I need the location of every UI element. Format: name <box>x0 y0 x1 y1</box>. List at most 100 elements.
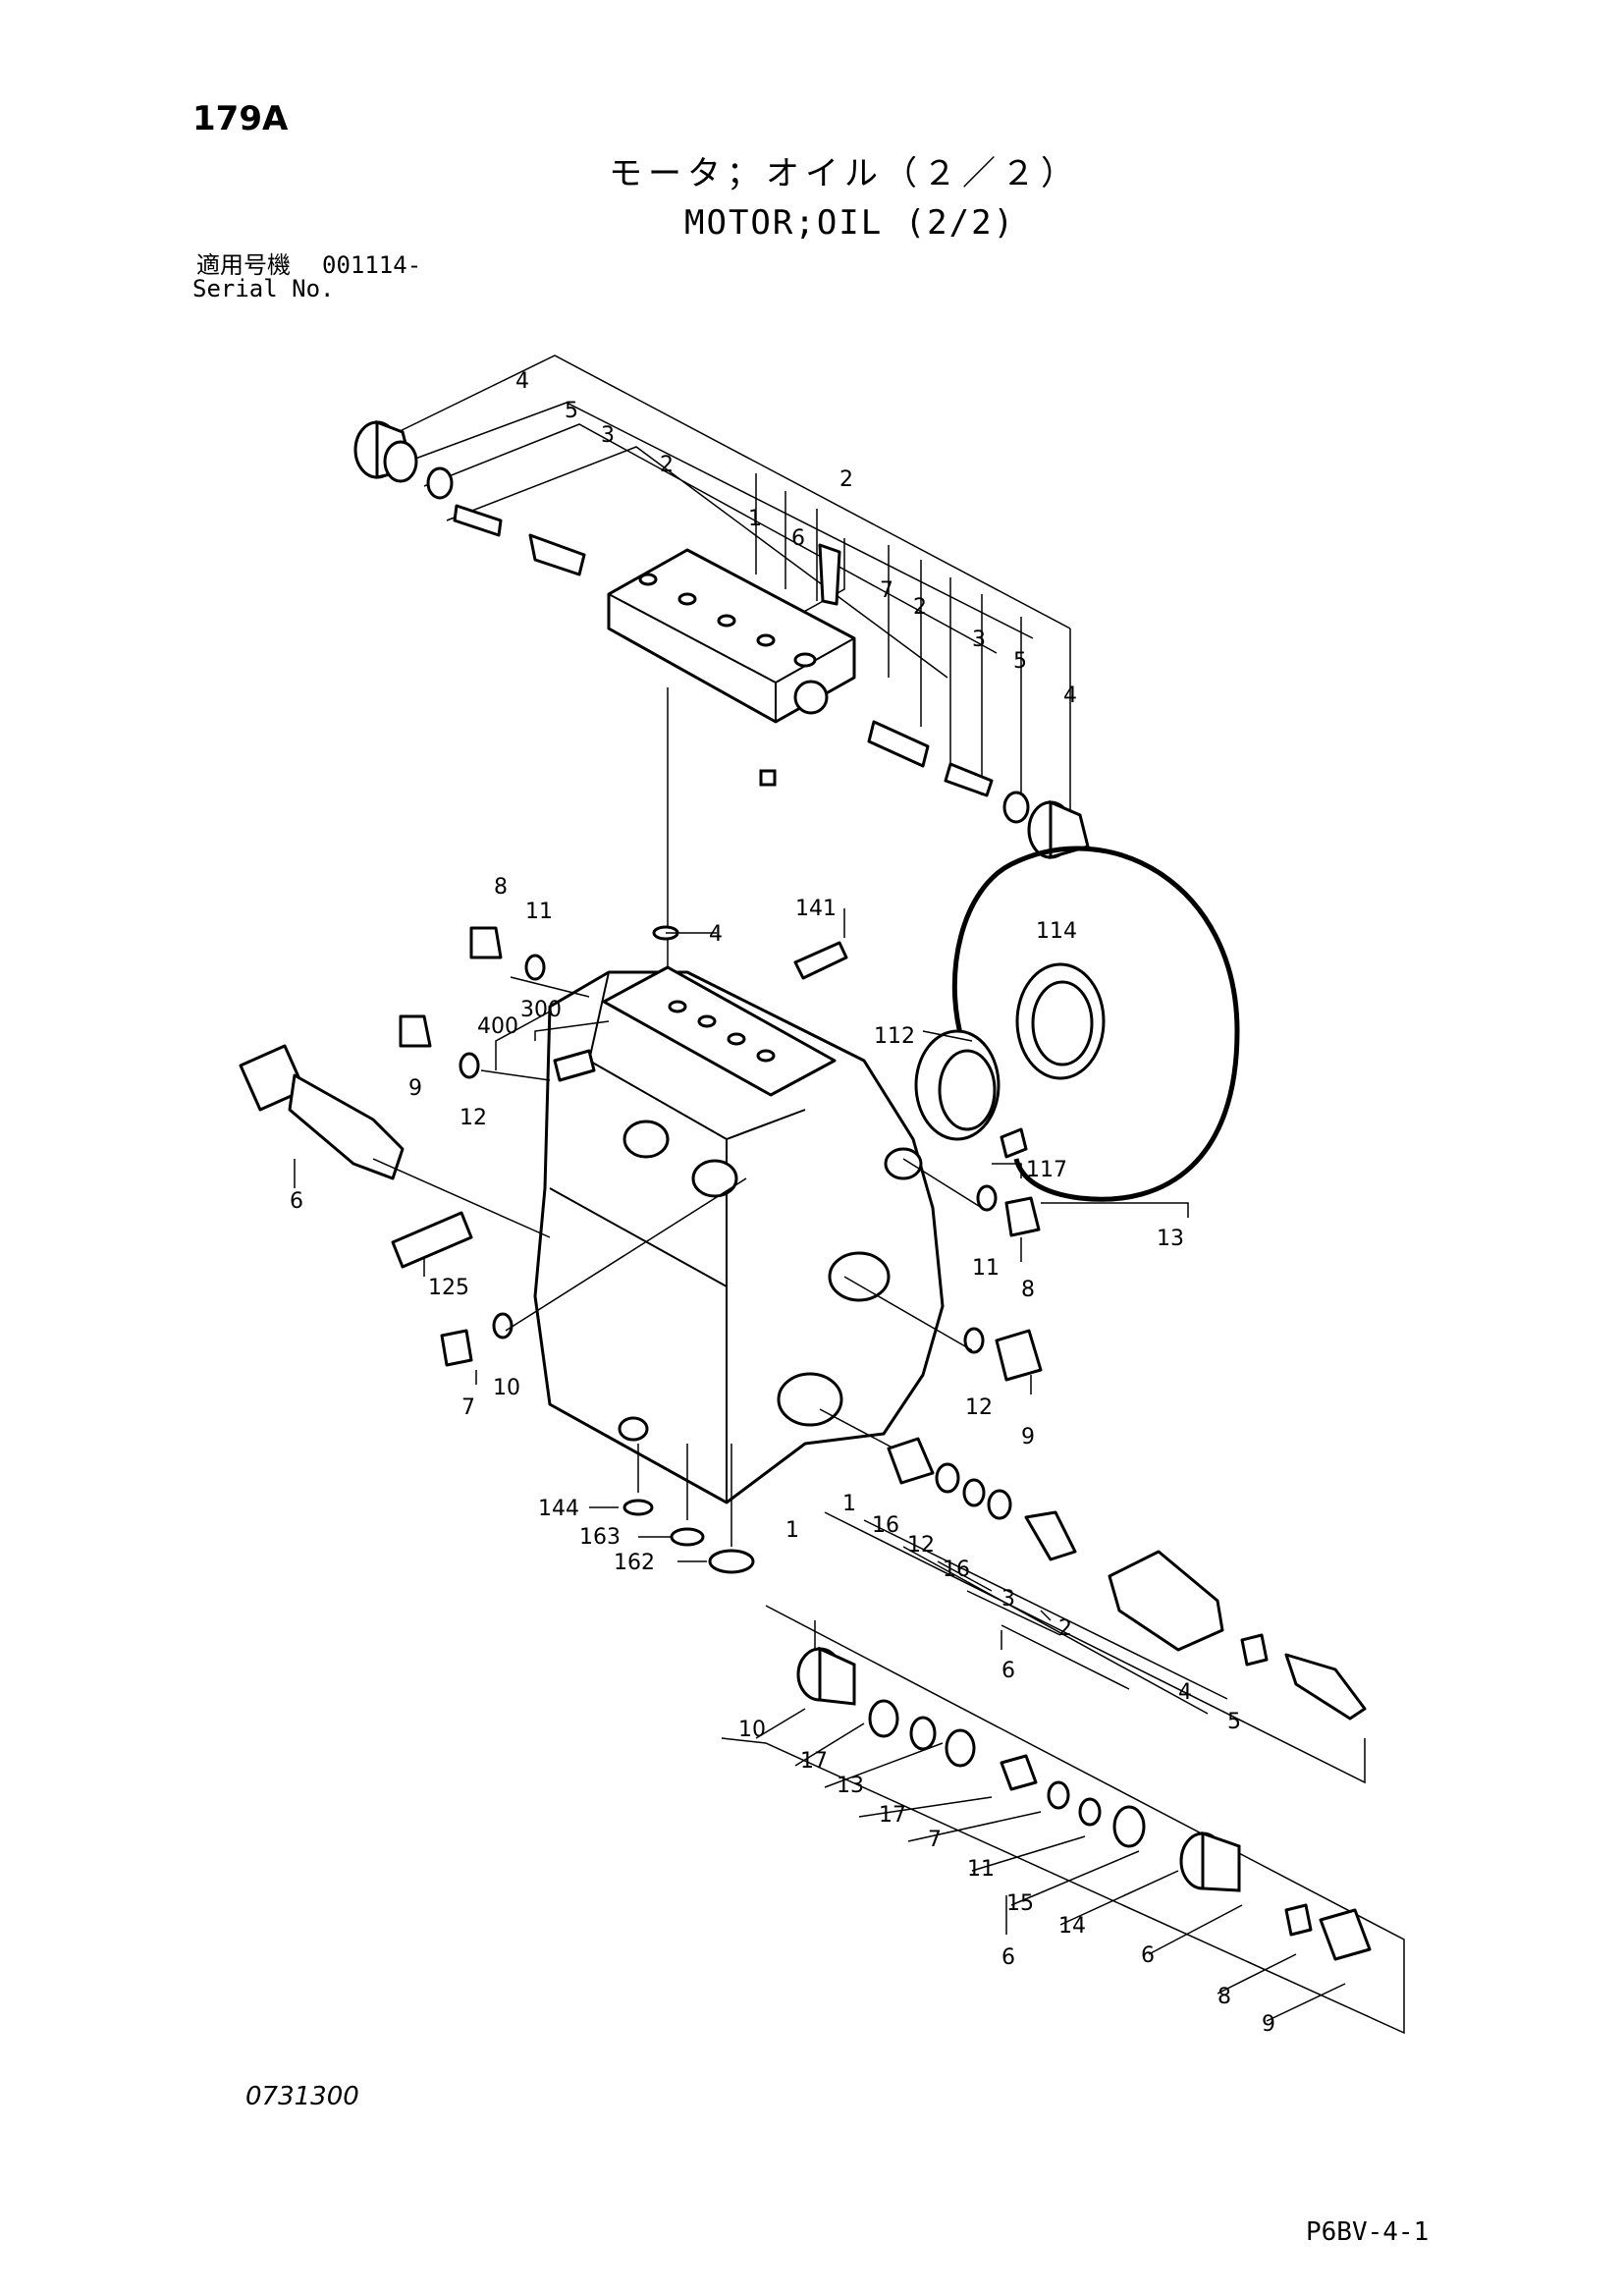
callout-label: 4 <box>515 369 529 394</box>
callout-label: 5 <box>1227 1710 1241 1734</box>
callout-label: 8 <box>1217 1985 1231 2009</box>
callout-label: 11 <box>525 900 553 924</box>
callout-label: 6 <box>1141 1943 1155 1968</box>
plug-part-4-left <box>353 419 418 483</box>
callout-label: 162 <box>614 1551 655 1575</box>
plug-part-8-right <box>1004 1196 1041 1237</box>
relief-valve-upper: 1 16 12 16 3 2 6 4 5 <box>819 1408 1367 1784</box>
sheet-code: P6BV-4-1 <box>1306 2217 1430 2247</box>
valve-block-part-1 <box>607 548 856 724</box>
callout-label: 13 <box>837 1774 864 1798</box>
callout-label: 2 <box>1058 1616 1072 1641</box>
large-o-ring-part-13 <box>951 846 1240 1202</box>
callout-label: 2 <box>839 467 853 492</box>
page-number: 179A <box>192 99 289 138</box>
valve-part-6-left <box>239 1044 405 1180</box>
plug-part-8-left <box>469 926 503 959</box>
callout-label: 16 <box>943 1558 970 1582</box>
callout-label: 1 <box>748 507 762 531</box>
serial-label-english: Serial No. <box>192 275 335 302</box>
callout-label: 7 <box>880 578 893 603</box>
callout-label: 17 <box>800 1749 828 1774</box>
o-ring-part-144 <box>622 1499 654 1516</box>
callout-label: 12 <box>907 1533 935 1558</box>
callout-label: 163 <box>579 1525 621 1550</box>
spring-part-141 <box>793 941 848 980</box>
callout-label: 5 <box>1013 649 1027 674</box>
page-title-english: MOTOR;OIL (2/2) <box>684 203 1016 243</box>
callout-label: 4 <box>1178 1680 1192 1705</box>
plug-part-4-right <box>1027 799 1090 859</box>
drawing-number: 0731300 <box>245 2082 359 2111</box>
callout-label: 8 <box>1021 1278 1035 1302</box>
callout-label: 16 <box>872 1513 899 1538</box>
o-ring-part-5-right <box>1002 791 1030 824</box>
callout-label: 15 <box>1006 1891 1034 1916</box>
plug-part-10-lower <box>796 1646 856 1706</box>
plug-part-7-top <box>759 769 777 787</box>
plug-part-7-left <box>440 1329 473 1367</box>
leader-lines-top-left <box>387 355 1071 679</box>
callout-label: 10 <box>493 1376 520 1400</box>
callout-label: 4 <box>1063 683 1077 708</box>
callout-label: 13 <box>1157 1227 1184 1251</box>
callout-label: 400 <box>477 1014 518 1039</box>
o-ring-part-11-left <box>524 954 546 981</box>
o-ring-part-12-left <box>459 1052 480 1079</box>
callout-label: 4 <box>709 922 723 947</box>
o-ring-part-12-right <box>963 1327 985 1354</box>
bearing-ring-part-114 <box>1015 962 1106 1080</box>
callout-label: 3 <box>972 628 986 652</box>
callout-label: 112 <box>874 1024 915 1049</box>
o-ring-part-162 <box>708 1549 755 1574</box>
pin-part-117 <box>1000 1127 1028 1159</box>
callout-label: 5 <box>565 399 578 423</box>
callout-label: 9 <box>1021 1425 1035 1449</box>
serial-label-japanese: 適用号機 <box>196 251 291 279</box>
callout-label: 12 <box>460 1106 487 1130</box>
callout-label: 3 <box>601 423 615 448</box>
callout-label: 1 <box>842 1492 856 1516</box>
callout-label: 141 <box>795 897 837 921</box>
callout-label: 6 <box>290 1189 303 1214</box>
o-ring-part-11-right <box>976 1184 998 1212</box>
callout-label: 1 <box>785 1518 799 1543</box>
callout-label: 7 <box>461 1395 475 1420</box>
relief-valve-lower: 10 17 13 17 7 11 15 14 6 6 8 9 <box>721 1605 1405 2037</box>
callout-label: 125 <box>428 1276 469 1300</box>
plug-part-9-right <box>995 1329 1043 1382</box>
bolt-part-400 <box>553 1049 596 1082</box>
callout-label: 7 <box>928 1828 942 1852</box>
o-ring-part-163 <box>670 1527 705 1547</box>
callout-label: 6 <box>1001 1945 1015 1970</box>
callout-label: 2 <box>913 595 927 620</box>
callout-label: 117 <box>1026 1158 1067 1182</box>
plug-part-6-lower <box>1179 1831 1241 1892</box>
serial-number-value: 001114- <box>322 251 422 279</box>
o-ring-part-5-left <box>426 466 454 500</box>
callout-label: 11 <box>972 1256 1000 1281</box>
callout-label: 8 <box>494 875 508 900</box>
callout-label: 14 <box>1058 1914 1086 1939</box>
callout-label: 9 <box>1262 2012 1275 2037</box>
poppet-part-2-right <box>867 720 930 768</box>
callout-label: 6 <box>791 526 805 551</box>
callout-label: 9 <box>408 1076 422 1101</box>
bolt-part-6-top <box>818 543 841 606</box>
bolt-part-125 <box>391 1211 473 1269</box>
callout-label: 10 <box>738 1718 766 1742</box>
callout-label: 6 <box>1001 1659 1015 1683</box>
callout-label: 17 <box>879 1803 906 1828</box>
bearing-part-112 <box>914 1029 1001 1141</box>
callout-label: 114 <box>1036 919 1077 944</box>
spring-part-3-right <box>944 762 994 797</box>
spring-part-3-left <box>453 504 503 537</box>
callout-label: 3 <box>1001 1587 1015 1612</box>
poppet-part-2-left <box>528 533 586 576</box>
callout-label: 11 <box>967 1857 995 1882</box>
callout-label: 300 <box>520 998 562 1022</box>
plug-part-9-left <box>399 1014 432 1048</box>
top-valve-assembly: 4 5 3 2 1 2 6 7 2 3 5 4 <box>353 355 1090 982</box>
housing-surrounding-parts: 8 11 400 300 9 12 6 125 10 7 4 141 114 1… <box>239 875 1189 1575</box>
